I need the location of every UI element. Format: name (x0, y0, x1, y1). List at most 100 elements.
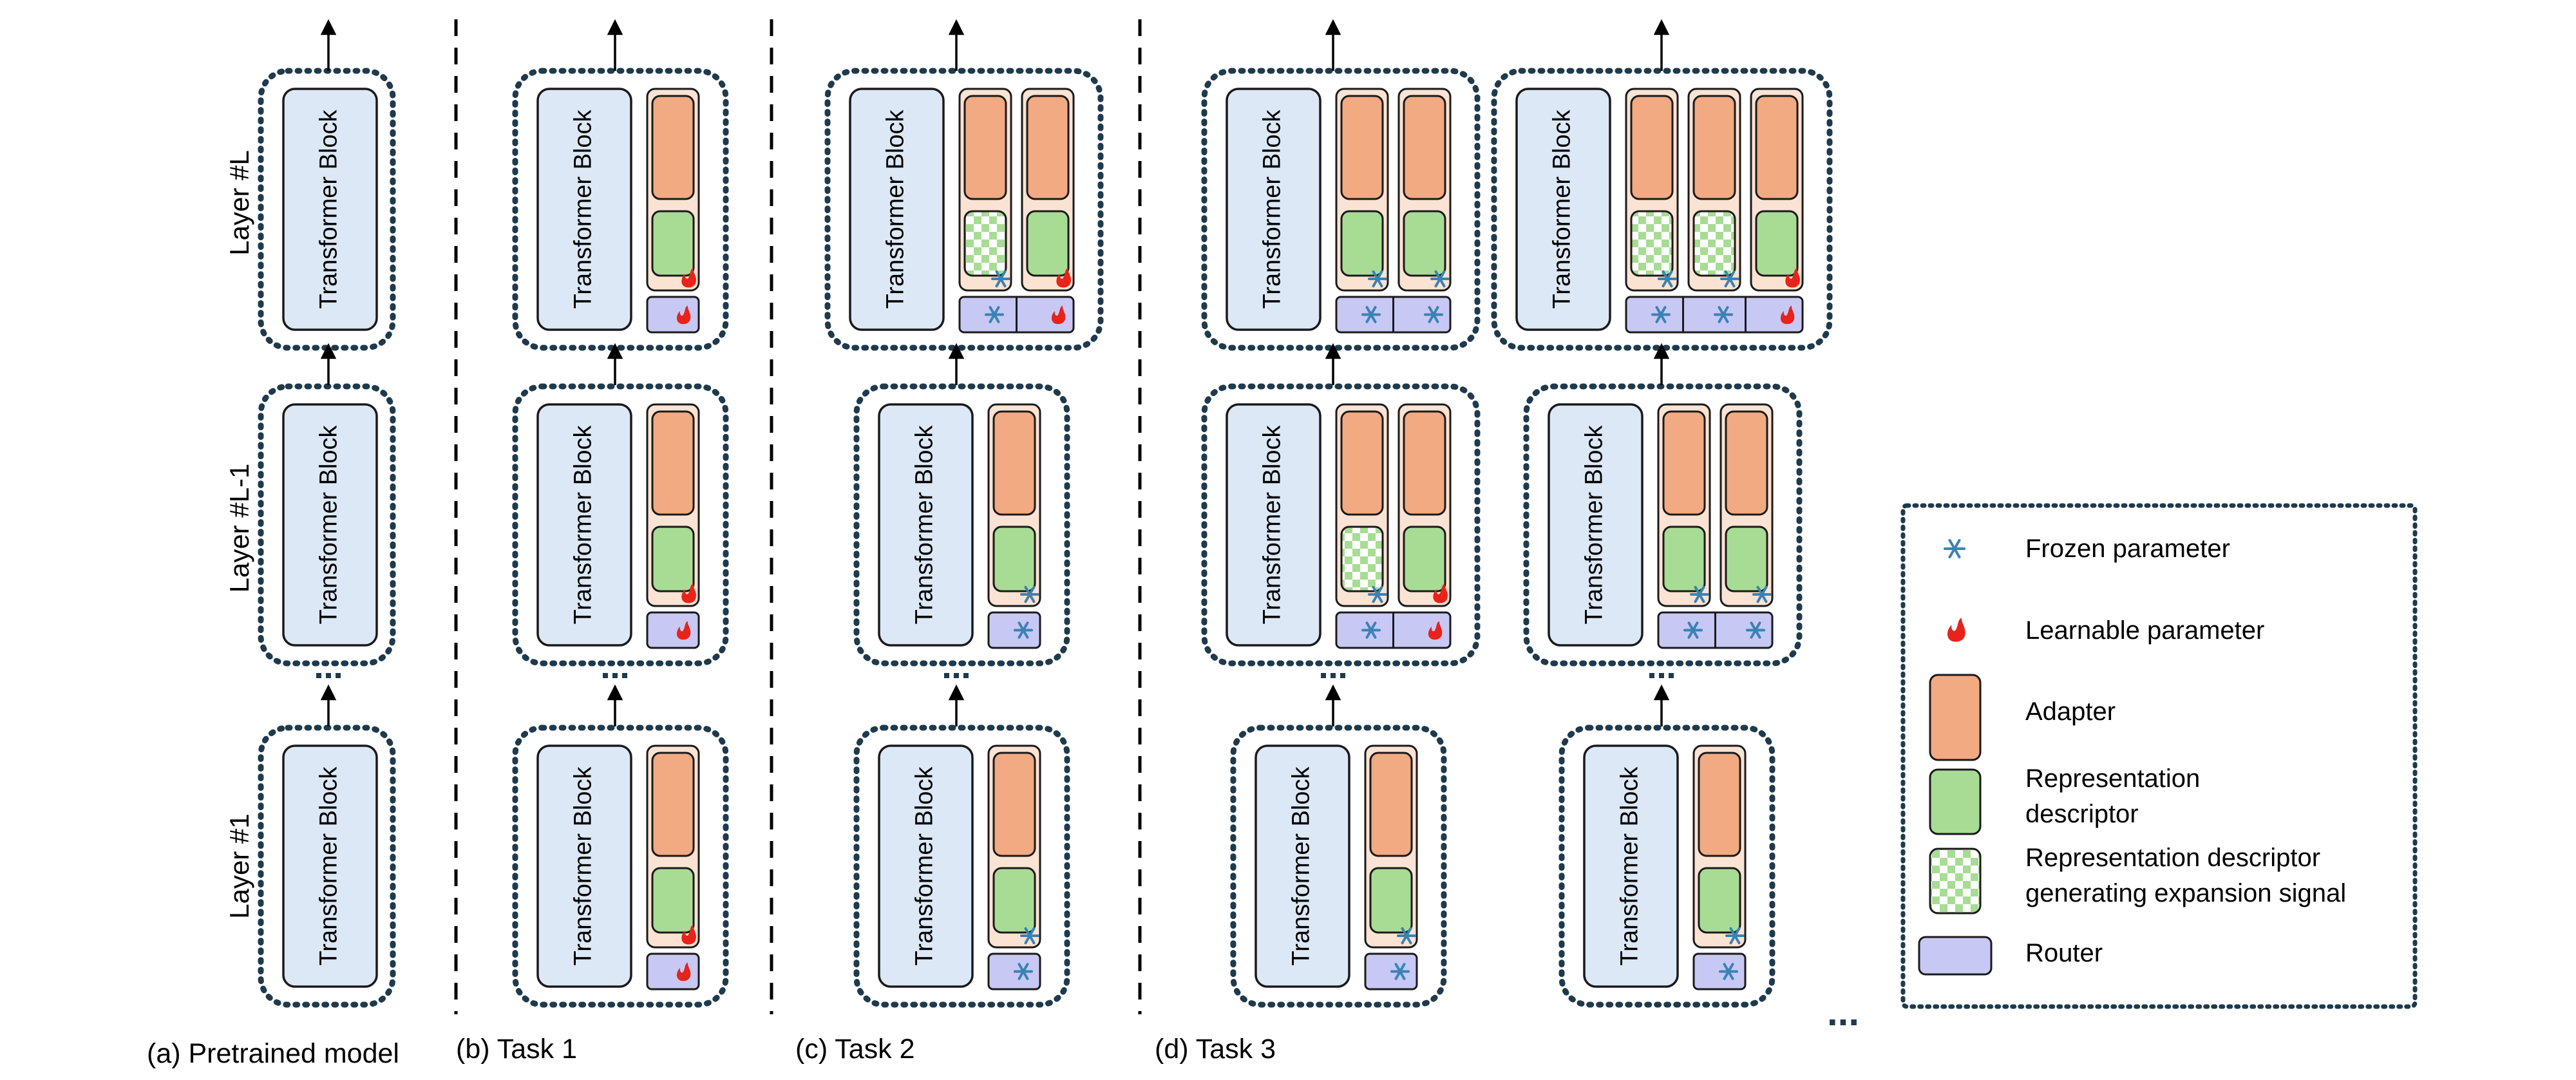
router (646, 611, 700, 649)
layer-group: Transformer Block (853, 383, 1070, 667)
flame-icon (1780, 305, 1795, 325)
snowflake-icon (1020, 585, 1039, 603)
flame-icon (676, 621, 691, 640)
layer-group: Transformer Block (512, 725, 729, 1008)
adapter-box (1026, 95, 1070, 200)
snowflake-icon (985, 306, 1004, 323)
snowflake-icon (1725, 927, 1745, 945)
snowflake-icon (1368, 270, 1387, 288)
representation-descriptor (1340, 526, 1384, 592)
layer-group: Transformer Block (1201, 383, 1481, 667)
legend: Frozen parameter Learnable parameter Ada… (1900, 503, 2418, 1009)
layer-dotted-border (1230, 725, 1447, 1008)
transformer-block-label: Transformer Block (1259, 425, 1286, 625)
layer-group: Transformer Block (258, 68, 396, 351)
adapter-box (1340, 95, 1384, 200)
snowflake-icon (1430, 270, 1450, 288)
caption-c: (c) Task 2 (795, 1034, 915, 1065)
adapter-box (1403, 95, 1446, 200)
snowflake-icon (1719, 963, 1738, 980)
adapter-box (651, 410, 695, 516)
adapter-box (1692, 95, 1736, 200)
snowflake-icon (1397, 927, 1416, 945)
representation-descriptor (1692, 210, 1736, 277)
transformer-block-label: Transformer Block (1549, 109, 1576, 309)
transformer-block-label: Transformer Block (1581, 425, 1608, 625)
layer-group: Transformer Block (258, 383, 396, 667)
transformer-block-label: Transformer Block (911, 425, 938, 625)
snowflake-icon (1720, 270, 1739, 288)
flame-icon (1785, 267, 1801, 288)
representation-descriptor (1403, 210, 1446, 277)
legend-learnable-label: Learnable parameter (2025, 616, 2264, 645)
transformer-block-label: Transformer Block (1259, 109, 1286, 309)
legend-router-swatch (1918, 936, 1993, 976)
transformer-block (536, 744, 632, 988)
snowflake-icon (1714, 306, 1733, 323)
transformer-block (878, 403, 974, 647)
legend-icons (1918, 539, 1993, 976)
transformer-block (849, 88, 945, 331)
representation-descriptor (1340, 210, 1384, 277)
legend-box (1900, 503, 2418, 1009)
legend-expansion-swatch (1929, 848, 1982, 914)
flame-icon (681, 583, 697, 603)
representation-descriptor (1369, 867, 1413, 934)
snowflake-icon (1683, 621, 1703, 639)
layer-dotted-border (512, 383, 729, 667)
caption-b: (b) Task 1 (456, 1034, 577, 1065)
snowflake-icon (1651, 306, 1671, 323)
flame-icon (1428, 621, 1443, 640)
layer-group: Transformer Block (1523, 383, 1803, 667)
layer-dotted-border (853, 725, 1070, 1008)
transformer-block (1226, 88, 1321, 331)
snowflake-icon (1746, 621, 1765, 639)
layer-group: Transformer Block (1201, 68, 1481, 351)
ellipsis-dots (316, 673, 341, 678)
legend-descriptor-line2: descriptor (2025, 800, 2139, 828)
layer-group: Transformer Block (824, 68, 1104, 351)
snowflake-icon (1944, 539, 1965, 558)
representation-descriptor (1403, 526, 1446, 592)
representation-descriptor (992, 867, 1036, 934)
layer-group: Transformer Block (853, 725, 1070, 1008)
legend-expansion-line2: generating expansion signal (2025, 879, 2346, 907)
layer-dotted-border (258, 383, 396, 667)
layer-label-top: Layer #L (224, 150, 254, 255)
representation-descriptor (1026, 210, 1070, 277)
snowflake-icon (1361, 621, 1381, 639)
adapter-box (651, 95, 695, 200)
layer-dotted-border (512, 725, 729, 1008)
transformer-block (878, 744, 974, 988)
legend-router-label: Router (2025, 939, 2103, 967)
representation-descriptor (1698, 867, 1741, 934)
transformer-block (1515, 88, 1611, 331)
flame-icon (681, 267, 697, 288)
ellipsis-dots (1649, 673, 1674, 678)
layer-group: Transformer Block (1491, 68, 1833, 351)
flame-icon (1433, 583, 1448, 603)
adapter-box (1630, 95, 1674, 200)
flame-icon (681, 924, 697, 945)
representation-descriptor (1725, 526, 1768, 592)
snowflake-icon (1424, 306, 1443, 323)
transformer-block-label: Transformer Block (316, 766, 343, 966)
legend-descriptor-swatch (1929, 768, 1982, 835)
adapter-box (1698, 752, 1741, 857)
layer-dotted-border (1558, 725, 1776, 1008)
layer-group: Transformer Block (512, 68, 729, 351)
layer-label-bottom: Layer #1 (224, 813, 254, 918)
layer-dotted-border (853, 383, 1070, 667)
adapter-box (1403, 410, 1446, 516)
adapter-box (992, 410, 1036, 516)
layer-label-mid: Layer #L-1 (224, 464, 254, 593)
representation-descriptor (1755, 210, 1799, 277)
legend-descriptor-line1: Representation (2025, 764, 2200, 793)
transformer-block-label: Transformer Block (570, 425, 597, 625)
adapter-box (1662, 410, 1706, 516)
ellipsis-dots (603, 673, 627, 678)
transformer-block-label: Transformer Block (882, 109, 909, 309)
adapter-box (1369, 752, 1413, 857)
snowflake-icon (991, 270, 1010, 288)
